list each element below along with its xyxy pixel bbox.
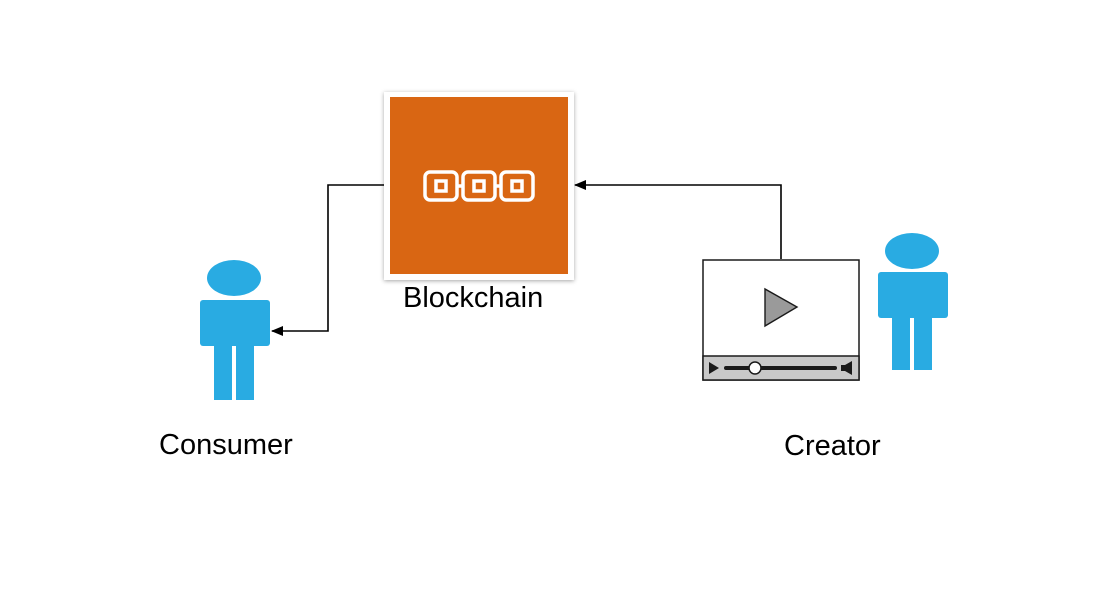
player-progress-knob: [748, 361, 762, 375]
edge-creator-to-blockchain: [574, 180, 782, 259]
player-play-small-icon: [709, 362, 719, 374]
player-volume-icon: [841, 361, 852, 375]
blockchain-label: Blockchain: [403, 282, 544, 314]
blockchain-tile: [390, 97, 568, 274]
play-icon: [764, 287, 799, 328]
video-player-icon: [702, 259, 860, 381]
creator-person-icon: [878, 233, 948, 370]
blockchain-node: [384, 92, 574, 280]
creator-label: Creator: [784, 430, 881, 462]
blockchain-chain-icon: [423, 170, 535, 202]
edge-blockchain-to-consumer: [271, 184, 384, 336]
consumer-label: Consumer: [159, 429, 293, 461]
consumer-person-icon: [200, 260, 270, 400]
